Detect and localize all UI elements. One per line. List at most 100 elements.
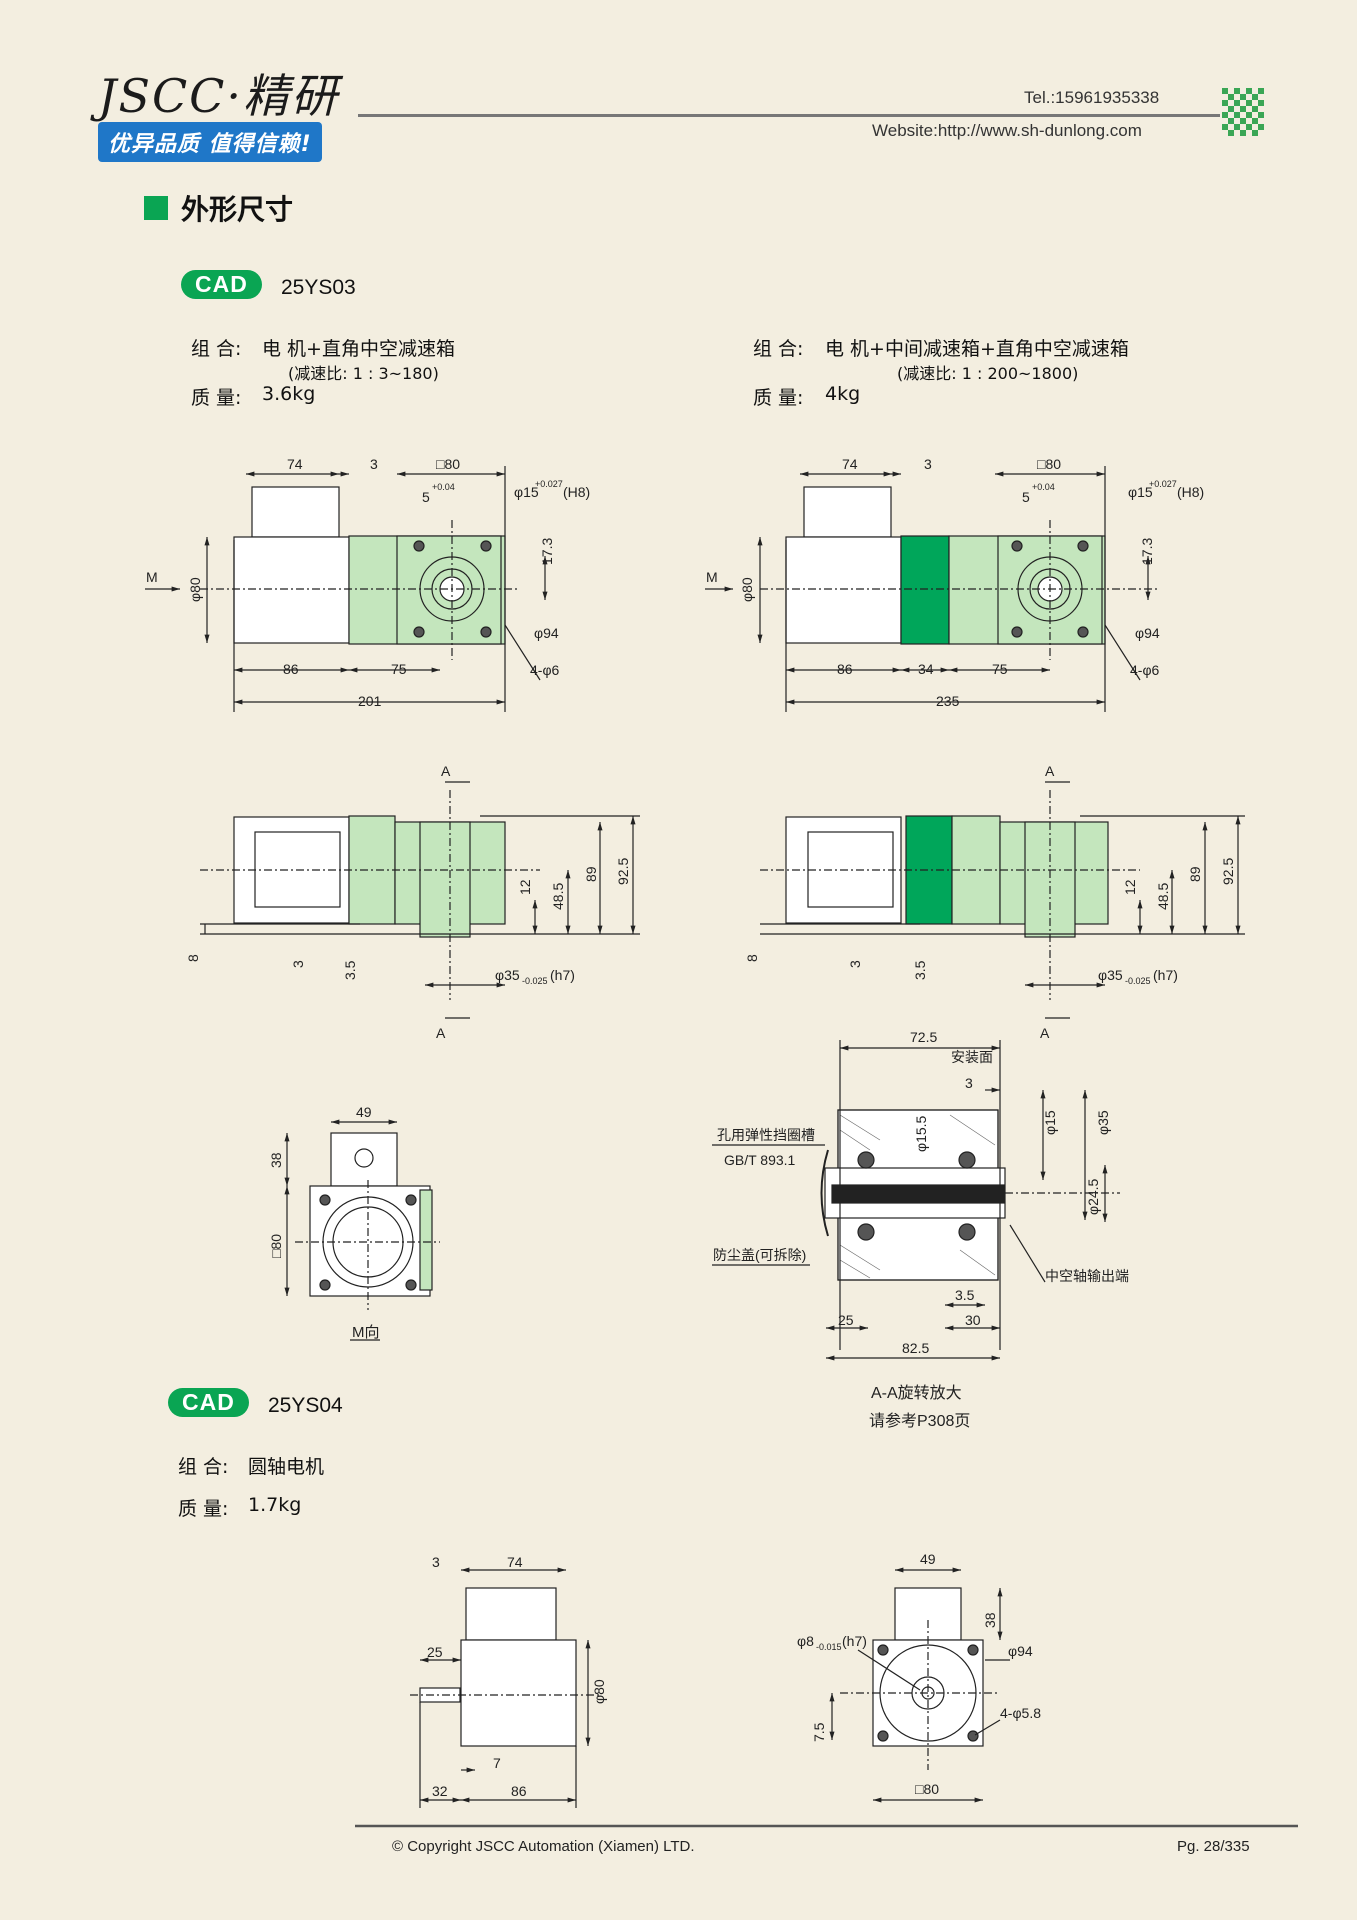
dim-48-5: 48.5 xyxy=(550,883,566,910)
dim-3: 3 xyxy=(370,456,378,472)
model-name: 25YS03 xyxy=(281,276,356,299)
dim-h8: (H8) xyxy=(563,484,590,500)
dim-phi35-tol: -0.025 xyxy=(522,976,548,986)
dim-sq80: □80 xyxy=(436,456,460,472)
dim-h8: (H8) xyxy=(1177,484,1204,500)
front-view-left xyxy=(145,466,548,712)
dim-3: 3 xyxy=(290,960,306,968)
dim-49: 49 xyxy=(920,1551,936,1567)
section-title: 外形尺寸 xyxy=(181,193,294,226)
dim-phi35: φ35 xyxy=(495,967,520,983)
dim-h7: (h7) xyxy=(550,967,575,983)
dim-75: 75 xyxy=(391,661,407,677)
dim-92-5: 92.5 xyxy=(615,858,631,885)
dim-89: 89 xyxy=(583,866,599,882)
gbt-label: GB/T 893.1 xyxy=(724,1152,796,1168)
section-view xyxy=(712,1040,1120,1361)
dim-86: 86 xyxy=(283,661,299,677)
dim-h7: (h7) xyxy=(1153,967,1178,983)
mount-face-label: 安装面 xyxy=(951,1049,993,1065)
dim-5: 5 xyxy=(422,489,430,505)
dust-cover-label: 防尘盖(可拆除) xyxy=(713,1247,806,1263)
dim-8: 8 xyxy=(185,954,201,962)
ratio-value: (减速比: 1 : 3~180) xyxy=(288,364,439,383)
dim-phi94: φ94 xyxy=(1135,625,1160,641)
dim-phi80: φ80 xyxy=(739,577,755,602)
mass-value: 3.6kg xyxy=(262,383,316,405)
dim-h7: (h7) xyxy=(842,1633,867,1649)
side-view-left xyxy=(200,781,640,1019)
dim-phi94: φ94 xyxy=(1008,1643,1033,1659)
brand-slogan: 优异品质 值得信赖! xyxy=(98,122,322,162)
dim-92-5: 92.5 xyxy=(1220,858,1236,885)
dim-sq80: □80 xyxy=(915,1781,939,1797)
mass-label: 质 量: xyxy=(191,387,242,409)
dim-phi15-tol: +0.027 xyxy=(535,479,563,489)
dim-3: 3 xyxy=(432,1554,440,1570)
dim-74: 74 xyxy=(507,1554,523,1570)
dim-17: 17.3 xyxy=(1139,538,1155,565)
dim-89: 89 xyxy=(1187,866,1203,882)
side-view-right xyxy=(760,781,1245,1019)
dim-phi15-tol: +0.027 xyxy=(1149,479,1177,489)
model-name: 25YS04 xyxy=(268,1394,343,1417)
dim-phi8-tol: -0.015 xyxy=(816,1642,842,1652)
dim-sq80: □80 xyxy=(1037,456,1061,472)
hollow-shaft-label: 中空轴输出端 xyxy=(1045,1268,1129,1284)
section-mark-a: A xyxy=(1045,763,1055,779)
dim-74: 74 xyxy=(287,456,303,472)
combo-value: 圆轴电机 xyxy=(248,1456,325,1478)
dim-phi35: φ35 xyxy=(1098,967,1123,983)
dim-72-5: 72.5 xyxy=(910,1029,937,1045)
mass-label: 质 量: xyxy=(178,1498,229,1520)
dim-holes: 4-φ5.8 xyxy=(1000,1705,1041,1721)
dim-25: 25 xyxy=(838,1312,854,1328)
dim-75: 75 xyxy=(992,661,1008,677)
dim-5-tol: +0.04 xyxy=(1032,482,1055,492)
snap-ring-label: 孔用弹性挡圈槽 xyxy=(717,1127,815,1143)
header-website: Website:http://www.sh-dunlong.com xyxy=(872,121,1142,140)
page-number: Pg. 28/335 xyxy=(1177,1838,1250,1855)
dim-phi94: φ94 xyxy=(534,625,559,641)
dim-3: 3 xyxy=(847,960,863,968)
brand-logo: JSCC·精研 xyxy=(98,69,339,123)
dim-phi80: φ80 xyxy=(591,1679,607,1704)
cad-badge[interactable]: CAD xyxy=(181,270,262,299)
combo-label: 组 合: xyxy=(191,338,242,360)
section-mark-a: A xyxy=(1040,1025,1050,1041)
combo-label: 组 合: xyxy=(178,1456,229,1478)
arrow-label-m: M xyxy=(706,569,718,585)
dim-235: 235 xyxy=(936,693,960,709)
dim-phi15: φ15 xyxy=(1128,484,1153,500)
dim-49: 49 xyxy=(356,1104,372,1120)
section-marker xyxy=(144,196,168,220)
dim-38: 38 xyxy=(982,1612,998,1628)
dim-86: 86 xyxy=(511,1783,527,1799)
dim-phi15: φ15 xyxy=(1042,1110,1058,1135)
dim-3: 3 xyxy=(965,1075,973,1091)
dim-7: 7 xyxy=(493,1755,501,1771)
dim-phi35-tol: -0.025 xyxy=(1125,976,1151,986)
dim-82-5: 82.5 xyxy=(902,1340,929,1356)
cad-badge[interactable]: CAD xyxy=(168,1388,249,1417)
copyright: © Copyright JSCC Automation (Xiamen) LTD… xyxy=(392,1838,695,1855)
dim-phi15: φ15 xyxy=(514,484,539,500)
dim-3: 3 xyxy=(924,456,932,472)
section-reference: 请参考P308页 xyxy=(869,1412,970,1430)
view-label-m: M向 xyxy=(352,1324,380,1341)
dim-86: 86 xyxy=(837,661,853,677)
dim-3-5: 3.5 xyxy=(342,960,358,980)
dim-12: 12 xyxy=(1122,879,1138,895)
section-mark-a: A xyxy=(441,763,451,779)
dim-12: 12 xyxy=(517,879,533,895)
dim-8: 8 xyxy=(744,954,760,962)
combo-value: 电 机+中间减速箱+直角中空减速箱 xyxy=(825,338,1129,360)
combo-value: 电 机+直角中空减速箱 xyxy=(262,338,455,360)
motor-side-view xyxy=(410,1567,600,1808)
dim-32: 32 xyxy=(432,1783,448,1799)
section-title: A-A旋转放大 xyxy=(871,1384,962,1402)
front-view-right xyxy=(705,466,1160,712)
dim-48-5: 48.5 xyxy=(1155,883,1171,910)
